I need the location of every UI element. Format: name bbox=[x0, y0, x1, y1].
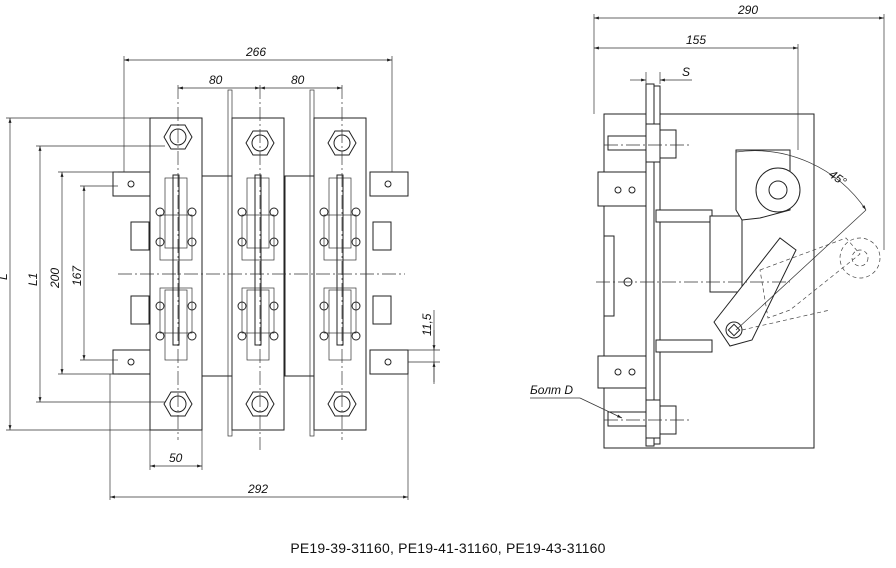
dim-266-text: 266 bbox=[245, 45, 266, 59]
dim-167-text: 167 bbox=[70, 265, 84, 286]
contact-screws bbox=[155, 207, 361, 341]
front-extension-lines bbox=[6, 56, 440, 500]
dim-290-text: 290 bbox=[737, 3, 758, 17]
dim-155-text: 155 bbox=[686, 33, 706, 47]
dim-292-text: 292 bbox=[247, 482, 268, 496]
bracket-screws bbox=[127, 180, 392, 366]
dim-L1-text: L1 bbox=[26, 273, 40, 286]
dim-80-right-text: 80 bbox=[291, 73, 305, 87]
dim-11-5-text: 11,5 bbox=[420, 313, 434, 336]
model-caption: РЕ19-39-31160, РЕ19-41-31160, РЕ19-43-31… bbox=[290, 540, 606, 556]
dim-200-text: 200 bbox=[48, 268, 62, 289]
dim-L-text: L bbox=[0, 273, 10, 280]
dim-50-text: 50 bbox=[169, 451, 183, 465]
dim-80-left-text: 80 bbox=[209, 73, 223, 87]
handle-open-position bbox=[741, 237, 881, 331]
dim-45-text: 45° bbox=[826, 167, 849, 189]
bolt-label: Болт D bbox=[530, 383, 573, 397]
front-view: 266 80 80 292 50 L L1 200 167 11,5 bbox=[0, 45, 440, 500]
side-view: 290 155 S 45° Болт D bbox=[530, 3, 885, 449]
dim-S-text: S bbox=[682, 65, 690, 79]
